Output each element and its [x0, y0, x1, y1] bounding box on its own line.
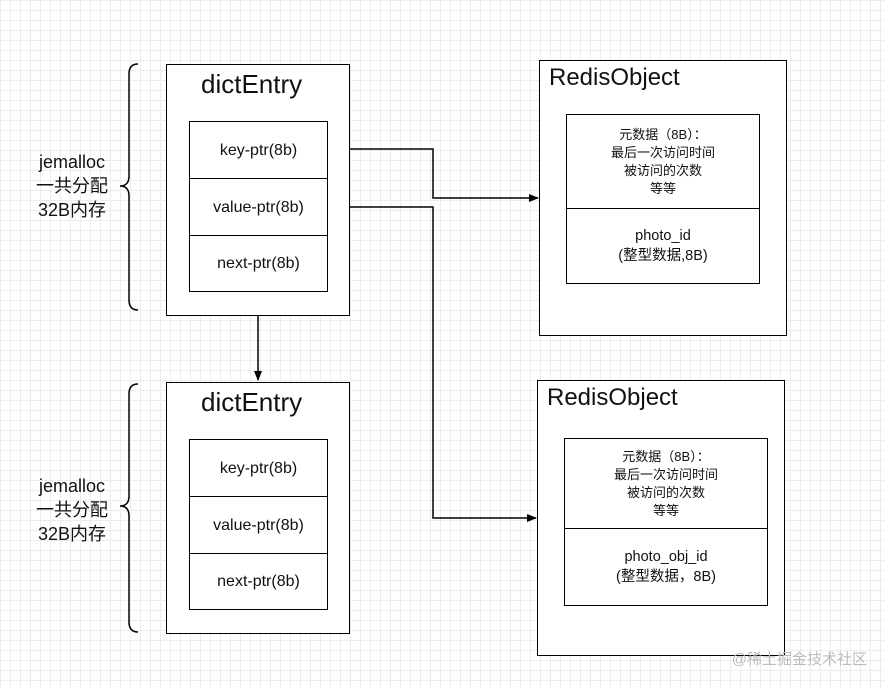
metadata-line: 最后一次访问时间 — [610, 145, 715, 160]
alloc-label-top: jemalloc 一共分配 32B内存 — [22, 150, 122, 222]
redis-object-title: RedisObject — [547, 384, 678, 411]
alloc-line: 32B内存 — [37, 200, 107, 220]
key-ptr-arrow — [327, 148, 539, 202]
alloc-line: jemalloc — [38, 476, 106, 496]
key-ptr-cell: key-ptr(8b) — [189, 121, 328, 180]
metadata-line: 被访问的次数 — [626, 485, 705, 500]
value-field-name: photo_obj_id — [624, 549, 708, 565]
metadata-cell: 元数据（8B）： 最后一次访问时间 被访问的次数 等等 — [564, 438, 768, 530]
metadata-line: 最后一次访问时间 — [613, 467, 718, 482]
next-ptr-cell: next-ptr(8b) — [189, 553, 328, 610]
key-ptr-cell: key-ptr(8b) — [189, 439, 328, 498]
alloc-label-bottom: jemalloc 一共分配 32B内存 — [22, 474, 122, 546]
dict-entry-title: dictEntry — [201, 69, 303, 99]
redis-object-box: RedisObject 元数据（8B）： 最后一次访问时间 被访问的次数 等等 … — [539, 60, 787, 336]
metadata-line: 等等 — [652, 503, 679, 518]
alloc-line: 一共分配 — [36, 176, 108, 196]
value-ptr-arrow — [327, 206, 537, 522]
value-field-name: photo_id — [635, 228, 691, 244]
metadata-line: 元数据（8B）： — [619, 127, 707, 142]
alloc-line: 32B内存 — [37, 524, 107, 544]
metadata-line: 元数据（8B）： — [622, 449, 710, 464]
alloc-line: 一共分配 — [36, 500, 108, 520]
value-field-cell: photo_obj_id (整型数据，8B) — [564, 528, 768, 606]
brace-bottom — [119, 383, 139, 633]
value-field-type: (整型数据,8B) — [618, 248, 708, 264]
watermark: @稀土掘金技术社区 — [731, 651, 867, 668]
brace-top — [119, 63, 139, 311]
value-ptr-cell: value-ptr(8b) — [189, 178, 328, 237]
redis-object-title: RedisObject — [549, 64, 680, 91]
value-ptr-cell: value-ptr(8b) — [189, 496, 328, 555]
dict-entry-box: dictEntry key-ptr(8b) value-ptr(8b) next… — [166, 382, 350, 634]
value-field-type: (整型数据，8B) — [616, 569, 716, 585]
metadata-cell: 元数据（8B）： 最后一次访问时间 被访问的次数 等等 — [566, 114, 760, 210]
dict-entry-title: dictEntry — [201, 387, 303, 417]
value-field-cell: photo_id (整型数据,8B) — [566, 208, 760, 284]
next-ptr-cell: next-ptr(8b) — [189, 235, 328, 292]
alloc-line: jemalloc — [38, 152, 106, 172]
redis-object-box: RedisObject 元数据（8B）： 最后一次访问时间 被访问的次数 等等 … — [537, 380, 785, 656]
metadata-line: 被访问的次数 — [623, 163, 702, 178]
dict-entry-box: dictEntry key-ptr(8b) value-ptr(8b) next… — [166, 64, 350, 316]
metadata-line: 等等 — [649, 181, 676, 196]
